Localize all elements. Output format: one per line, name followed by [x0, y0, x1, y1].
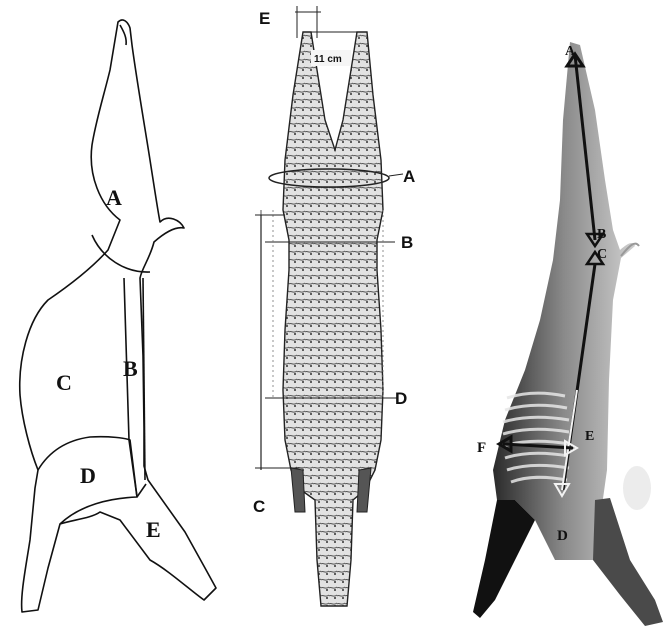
point-label-c: C [597, 247, 607, 262]
carcass-front-silhouette [283, 32, 383, 606]
point-label-a: A [565, 44, 576, 59]
region-label-b: B [123, 356, 138, 381]
tail-curl [120, 25, 126, 45]
line-label-d: D [395, 389, 407, 408]
side-foreleg [473, 500, 535, 618]
carcass-outline-diagram: A B C D E [0, 0, 225, 627]
carcass-outline [20, 20, 216, 612]
measure-label-11cm: 11 cm [314, 54, 342, 65]
side-light-patch [623, 466, 651, 510]
carcass-outline-svg: A B C D E [0, 0, 225, 627]
region-e-boundary [137, 484, 146, 497]
region-label-c: C [56, 370, 72, 395]
left-foreleg [291, 468, 305, 512]
region-label-d: D [80, 463, 96, 488]
carcass-side-photo: A B C D E F [445, 0, 667, 627]
point-label-e: E [585, 429, 594, 444]
region-label-e: E [146, 517, 161, 542]
carcass-front-svg: 11 cm E A B D C [225, 0, 445, 627]
point-label-b: B [597, 227, 606, 242]
line-label-a: A [403, 167, 415, 186]
region-label-a: A [106, 185, 122, 210]
line-label-b: B [401, 233, 413, 252]
carcass-side-svg: A B C D E F [445, 0, 667, 627]
right-foreleg [357, 468, 371, 512]
line-a-pointer [389, 174, 403, 176]
point-label-d: D [557, 528, 568, 544]
line-label-c: C [253, 497, 265, 516]
carcass-front-view: 11 cm E A B D C [225, 0, 445, 627]
region-a-boundary [92, 235, 150, 272]
line-label-e: E [259, 9, 270, 28]
region-b-strip-left [124, 278, 137, 497]
side-shank [593, 498, 663, 626]
point-label-f: F [477, 440, 486, 456]
